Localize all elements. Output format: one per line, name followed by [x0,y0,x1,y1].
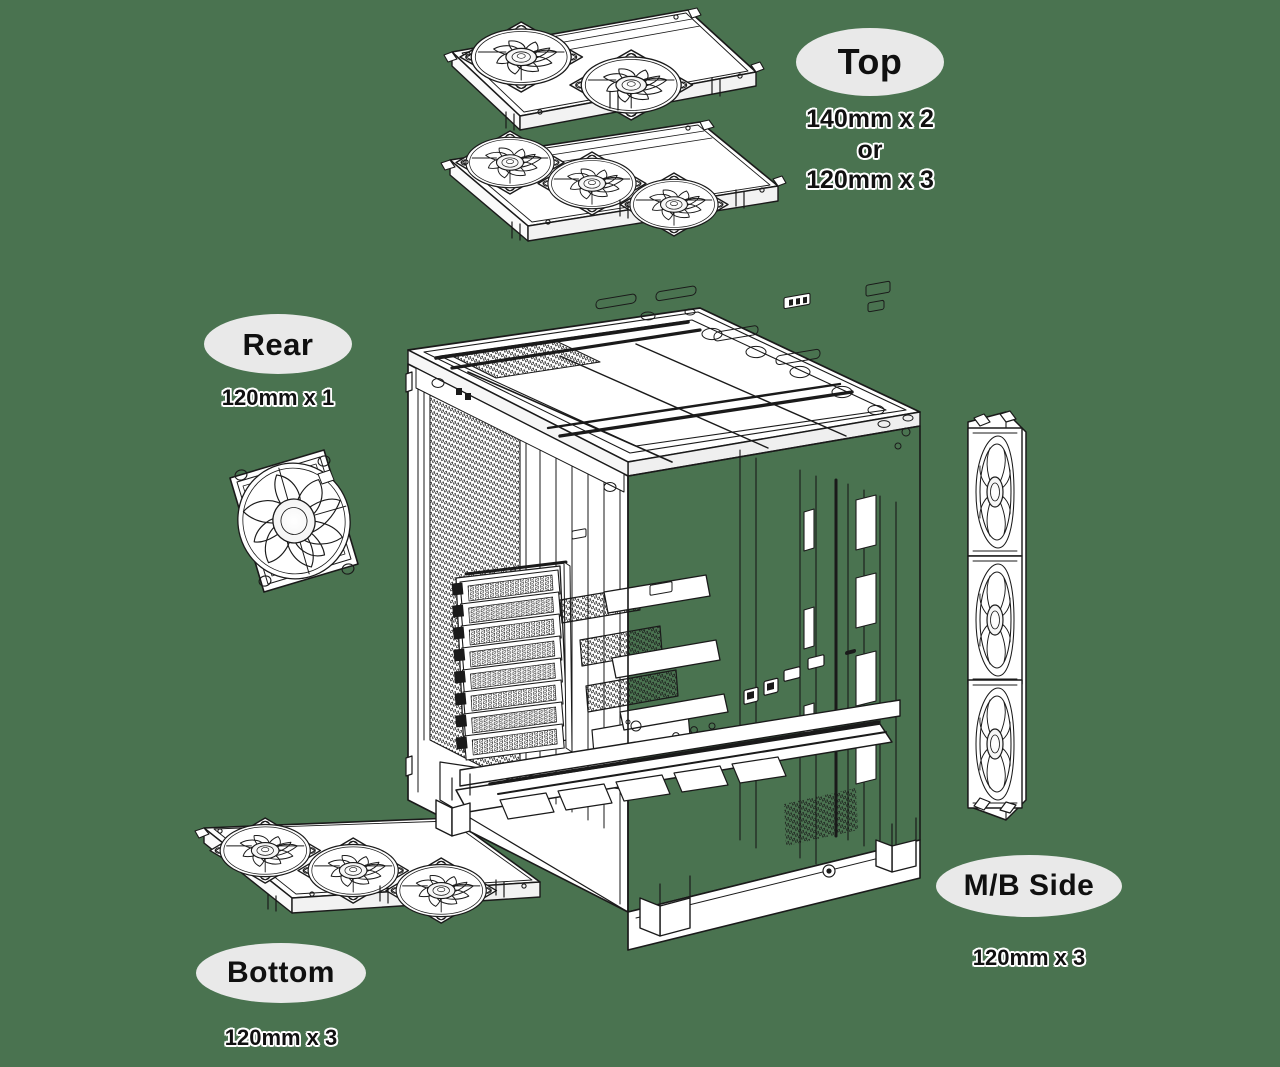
callout-bottom-oval: Bottom [196,943,366,1003]
callout-top-oval: Top [796,28,944,96]
part-bottom-bracket [194,815,541,924]
callout-mb-side: M/B Side 120mm x 3 [936,855,1122,972]
callout-top-title: Top [837,41,903,82]
callout-mb-side-spec: 120mm x 3 [936,945,1122,972]
callout-top-spec: 140mm x 2 or 120mm x 3 [796,104,944,196]
callout-mb-side-oval: M/B Side [936,855,1122,917]
callout-bottom: Bottom 120mm x 3 [196,943,366,1052]
pci-slot-stack [451,560,573,761]
callout-mb-side-title: M/B Side [963,869,1095,902]
callout-top: Top 140mm x 2 or 120mm x 3 [796,28,944,196]
callout-rear-oval: Rear [204,314,352,374]
callout-top-spec-line-3: 120mm x 3 [806,166,934,194]
part-top-bracket-120mm [440,119,787,242]
callout-bottom-title: Bottom [227,956,335,989]
part-top-bracket-140mm [443,7,765,131]
callout-rear-spec-line-1: 120mm x 1 [221,385,335,410]
callout-top-spec-line-2: or [857,135,883,164]
part-chassis-frame [405,280,921,951]
chassis-feet [435,799,917,937]
part-rear-fan-120mm [223,449,365,593]
callout-bottom-spec-line-1: 120mm x 3 [224,1025,338,1050]
callout-rear-spec: 120mm x 1 [204,385,352,412]
callout-rear: Rear 120mm x 1 [204,314,352,412]
callout-top-spec-line-1: 140mm x 2 [806,105,934,133]
callout-bottom-spec: 120mm x 3 [196,1025,366,1052]
front-io-ports [743,649,856,878]
part-mb-side-bracket [967,410,1027,821]
callout-mb-side-spec-line-1: 120mm x 3 [972,945,1086,970]
callout-rear-title: Rear [242,326,314,362]
